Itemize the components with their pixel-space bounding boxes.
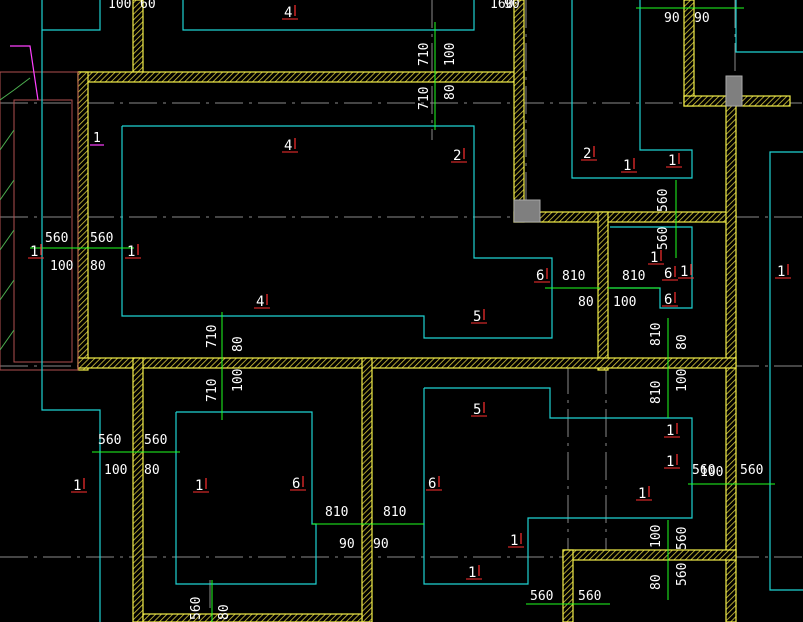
region-label[interactable]: 1 — [73, 478, 81, 494]
region-label[interactable]: 4 — [256, 294, 264, 310]
dimension-text[interactable]: 80 — [144, 463, 160, 478]
region-label[interactable]: 6 — [664, 292, 672, 308]
region-label[interactable]: 1 — [468, 565, 476, 581]
dimension-text[interactable]: 560 — [740, 463, 763, 478]
dimension-text[interactable]: 560 — [578, 589, 601, 604]
region-label[interactable]: 1 — [666, 454, 674, 470]
dimension-text[interactable]: 810 — [562, 269, 585, 284]
dimension-text[interactable]: 710 — [417, 43, 432, 66]
region-label[interactable]: 1 — [195, 478, 203, 494]
dimension-text[interactable]: 710 — [417, 87, 432, 110]
dimension-text[interactable]: 560 — [144, 433, 167, 448]
dimension-text[interactable]: 90 — [339, 537, 355, 552]
dimension-text[interactable]: 810 — [325, 505, 348, 520]
dimension-text[interactable]: 810 — [622, 269, 645, 284]
region-label[interactable]: 1 — [623, 158, 631, 174]
region-label[interactable]: 6 — [664, 266, 672, 282]
region-label[interactable]: 5 — [473, 309, 481, 325]
dimension-text[interactable]: 100 — [443, 43, 458, 66]
region-label[interactable]: 4 — [284, 138, 292, 154]
dimension-text[interactable]: 560 — [692, 463, 715, 478]
pink-label: 1 — [93, 131, 101, 146]
dimension-text[interactable]: 560 — [656, 227, 671, 250]
dimension-text[interactable]: 100 — [649, 525, 664, 548]
region-label[interactable]: 1 — [777, 264, 785, 280]
dimension-text[interactable]: 80 — [649, 574, 664, 590]
region-label[interactable]: 1 — [510, 533, 518, 549]
dimension-text[interactable]: 90 — [694, 11, 710, 26]
dimension-text[interactable]: 100 — [104, 463, 127, 478]
dimension-text[interactable]: 560 — [90, 231, 113, 246]
dimension-text[interactable]: 100 — [231, 369, 246, 392]
dimension-text[interactable]: 710 — [205, 379, 220, 402]
region-label[interactable]: 2 — [453, 148, 461, 164]
grip-markers[interactable] — [513, 75, 743, 223]
dimension-text[interactable]: 80 — [675, 334, 690, 350]
region-label[interactable]: 5 — [473, 402, 481, 418]
region-label[interactable]: 1 — [127, 244, 135, 260]
dimension-text[interactable]: 80 — [231, 336, 246, 352]
region-label[interactable]: 6 — [536, 268, 544, 284]
dimension-text[interactable]: 710 — [205, 325, 220, 348]
region-label[interactable]: 6 — [428, 476, 436, 492]
dimension-text[interactable]: 810 — [649, 381, 664, 404]
rebar-regions[interactable] — [41, 0, 803, 622]
region-label[interactable]: 4 — [284, 5, 292, 21]
dimension-text[interactable]: 100 — [675, 369, 690, 392]
region-label[interactable]: 1 — [30, 244, 38, 260]
region-label[interactable]: 1 — [666, 423, 674, 439]
dimension-text[interactable]: 560 — [45, 231, 68, 246]
region-label[interactable]: 1 — [650, 250, 658, 266]
pink-mark: 1 — [10, 45, 104, 146]
dimension-text[interactable]: 560 — [675, 563, 690, 586]
dimension-text[interactable]: 80 — [217, 604, 232, 620]
dimension-text[interactable]: 100 — [50, 259, 73, 274]
region-label[interactable]: 1 — [668, 153, 676, 169]
dimension-text[interactable]: 560 — [189, 597, 204, 620]
grip-box — [513, 199, 541, 223]
dimension-text[interactable]: 90 — [504, 0, 520, 12]
dimension-text[interactable]: 100 — [108, 0, 131, 12]
dimension-text[interactable]: 160 — [490, 0, 513, 12]
region-label[interactable]: 1 — [638, 486, 646, 502]
dimension-text[interactable]: 810 — [649, 323, 664, 346]
dimension-text[interactable]: 90 — [664, 11, 680, 26]
dimension-text[interactable]: 80 — [578, 295, 594, 310]
region-label[interactable]: 1 — [680, 264, 688, 280]
region-label[interactable]: 2 — [583, 146, 591, 162]
grip-box — [725, 75, 743, 107]
dimension-text[interactable]: 560 — [675, 527, 690, 550]
dimension-text[interactable]: 560 — [656, 189, 671, 212]
region-label[interactable]: 6 — [292, 476, 300, 492]
dimension-text[interactable]: 560 — [530, 589, 553, 604]
dimension-text[interactable]: 100 — [700, 465, 723, 480]
dimension-text[interactable]: 560 — [98, 433, 121, 448]
left-slab-edge — [0, 71, 79, 371]
dimension-text[interactable]: 80 — [90, 259, 106, 274]
dimension-text[interactable]: 810 — [383, 505, 406, 520]
dimension-text[interactable]: 100 — [613, 295, 636, 310]
dimension-text[interactable]: 90 — [373, 537, 389, 552]
dimension-text[interactable]: 80 — [443, 84, 458, 100]
dimension-text[interactable]: 60 — [140, 0, 156, 12]
dimension-lines[interactable] — [30, 7, 775, 622]
